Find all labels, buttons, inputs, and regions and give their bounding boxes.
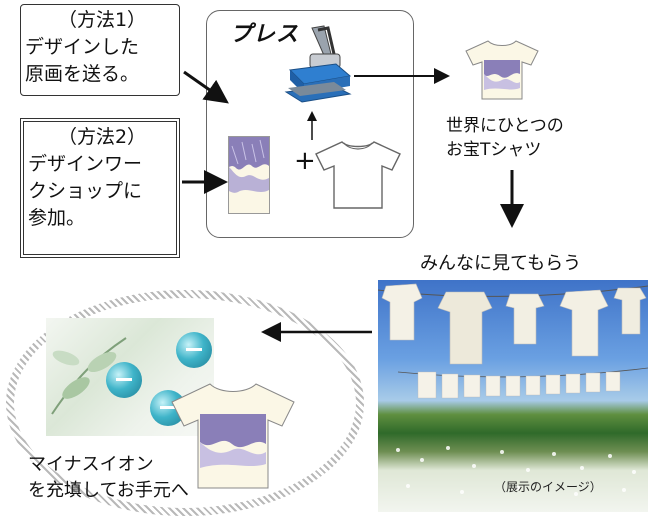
method2-box: （方法2） デザインワー クショップに 参加。 [20, 118, 180, 258]
design-artwork-image [228, 136, 270, 214]
method2-line-1: デザインワー [28, 153, 143, 175]
method2-line-2: クショップに [28, 180, 143, 202]
unique-shirt-line-1: 世界にひとつの [446, 116, 564, 136]
method1-box: （方法1） デザインした 原画を送る。 [20, 4, 180, 96]
arrow-method1-to-press [183, 70, 229, 104]
unique-shirt-line-2: お宝Tシャツ [446, 140, 542, 160]
press-title: プレス [230, 22, 300, 47]
ion-line-1: マイナスイオン [28, 454, 154, 475]
unique-shirt-label: 世界にひとつの お宝Tシャツ [446, 114, 564, 162]
plain-tshirt-icon [315, 141, 401, 209]
plus-sign: + [294, 146, 316, 176]
finished-tshirt-icon [465, 40, 539, 100]
leaves-icon [51, 337, 127, 415]
method1-line-1: デザインした [25, 36, 140, 58]
display-photo: （展示のイメージ） [378, 280, 648, 512]
method2-title: （方法2） [57, 126, 147, 148]
display-label: みんなに見てもらう [420, 253, 582, 274]
ion-ball-icon [106, 362, 142, 398]
ion-line-2: を充填してお手元へ [28, 480, 189, 501]
display-caption: （展示のイメージ） [494, 480, 602, 494]
method1-line-2: 原画を送る。 [25, 63, 140, 85]
heat-press-machine-icon [284, 25, 352, 103]
method2-line-3: 参加。 [28, 207, 86, 229]
ion-tshirt-icon [171, 383, 295, 489]
hanging-shirts-scene [378, 283, 648, 496]
method1-title: （方法1） [57, 9, 147, 31]
ion-label: マイナスイオン を充填してお手元へ [28, 452, 189, 504]
ion-ball-icon [176, 332, 212, 368]
